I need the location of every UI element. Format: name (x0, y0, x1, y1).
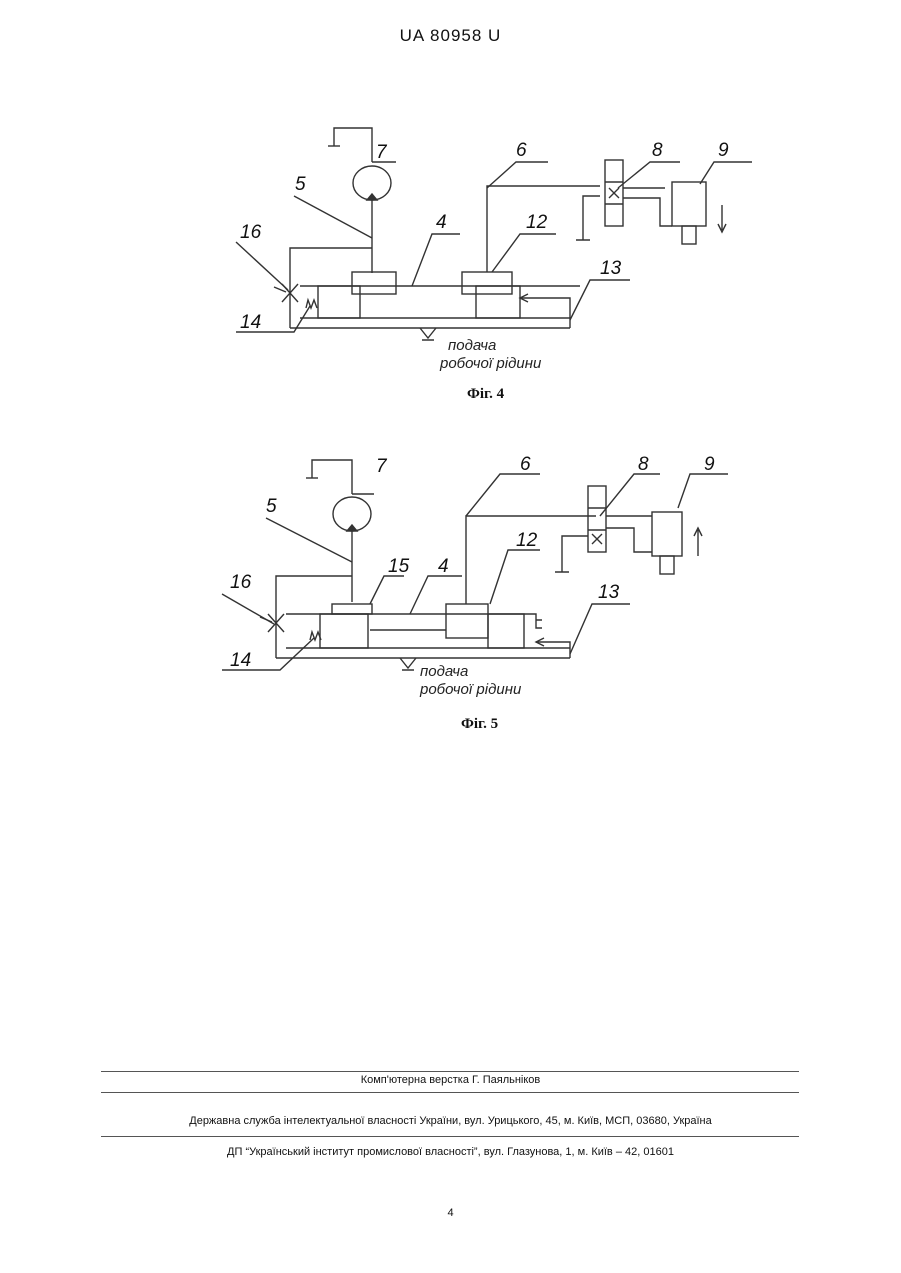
footer-divider-2 (101, 1092, 799, 1093)
cylinder-lines (606, 516, 652, 552)
label-13: 13 (598, 582, 620, 603)
label-4: 4 (438, 556, 449, 577)
throttle-arrow (274, 287, 286, 292)
leader-9 (678, 474, 728, 508)
leader-8 (618, 162, 680, 188)
spring-14 (306, 300, 317, 308)
drain-line (312, 460, 352, 494)
figure-4-diagram: 7 5 4 12 6 8 9 13 16 14 подача робочої р… (0, 110, 901, 440)
supply-port (420, 328, 436, 340)
direction-arrow-down (718, 205, 726, 232)
figure-5-diagram: 7 5 15 4 12 6 8 9 13 16 14 подача робочо… (0, 432, 901, 762)
label-14: 14 (230, 650, 251, 671)
leader-4 (410, 576, 462, 614)
label-15: 15 (388, 556, 410, 577)
accumulator-valve (367, 194, 377, 200)
spool-right (476, 286, 520, 318)
footer-divider-1 (101, 1071, 799, 1072)
label-5: 5 (295, 174, 306, 195)
supply-port (400, 658, 416, 670)
label-7: 7 (376, 142, 388, 163)
footer-divider-3 (101, 1136, 799, 1137)
direction-arrow-up (694, 528, 702, 556)
leader-4 (412, 234, 460, 286)
supply-label-line2: робочої рідини (419, 681, 522, 698)
label-6: 6 (520, 454, 531, 475)
valve-8-cross (592, 534, 602, 544)
valve-8-drain (576, 196, 600, 240)
figure-4: 7 5 4 12 6 8 9 13 16 14 подача робочої р… (0, 110, 901, 440)
label-16: 16 (230, 572, 252, 593)
spool-land-left (352, 272, 396, 294)
label-12: 12 (526, 212, 548, 233)
leader-16 (236, 242, 288, 290)
leader-16 (222, 594, 274, 624)
document-number: UA 80958 U (0, 26, 901, 46)
spool-left (320, 614, 368, 648)
label-9: 9 (718, 140, 729, 161)
publisher-address: ДП “Український інститут промислової вла… (0, 1146, 901, 1158)
supply-label-line2: робочої рідини (439, 355, 542, 372)
spool-land-15 (332, 604, 372, 614)
leader-5 (294, 196, 372, 238)
spool-land-right (462, 272, 512, 294)
figure-5: 7 5 15 4 12 6 8 9 13 16 14 подача робочо… (0, 432, 901, 762)
stop-right (530, 614, 542, 628)
supply-label-line1: подача (448, 337, 496, 354)
leader-13 (570, 604, 630, 654)
label-6: 6 (516, 140, 527, 161)
leader-12 (490, 550, 540, 604)
spool-right (488, 614, 524, 648)
cylinder-9 (672, 182, 706, 226)
valve-8-drain (555, 536, 588, 572)
figure-4-caption: Фіг. 4 (467, 386, 505, 402)
leader-6 (466, 474, 540, 516)
leader-5 (266, 518, 352, 562)
label-13: 13 (600, 258, 622, 279)
leader-6 (487, 162, 548, 188)
label-8: 8 (638, 454, 649, 475)
spool-left (318, 286, 360, 318)
layout-credit: Комп'ютерна верстка Г. Паяльніков (0, 1074, 901, 1086)
label-7: 7 (376, 456, 388, 477)
label-4: 4 (436, 212, 447, 233)
accumulator-valve (347, 525, 357, 531)
feedback-pipe (276, 576, 352, 658)
leader-8 (600, 474, 660, 516)
cylinder-lines (623, 188, 672, 226)
label-9: 9 (704, 454, 715, 475)
valve-8 (588, 486, 606, 552)
cylinder-9 (652, 512, 682, 556)
label-16: 16 (240, 222, 262, 243)
leader-15 (370, 576, 404, 604)
figure-5-caption: Фіг. 5 (461, 716, 498, 732)
label-5: 5 (266, 496, 277, 517)
leader-9 (700, 162, 752, 184)
spool-land-right (446, 604, 488, 638)
cylinder-rod (682, 226, 696, 244)
drain-line (334, 128, 372, 162)
agency-address: Державна служба інтелектуальної власност… (0, 1115, 901, 1127)
label-14: 14 (240, 312, 261, 333)
label-8: 8 (652, 140, 663, 161)
label-12: 12 (516, 530, 538, 551)
cylinder-rod (660, 556, 674, 574)
page-number: 4 (0, 1207, 901, 1219)
leader-12 (492, 234, 556, 272)
supply-label-line1: подача (420, 663, 468, 680)
valve-8-cross (609, 188, 619, 198)
